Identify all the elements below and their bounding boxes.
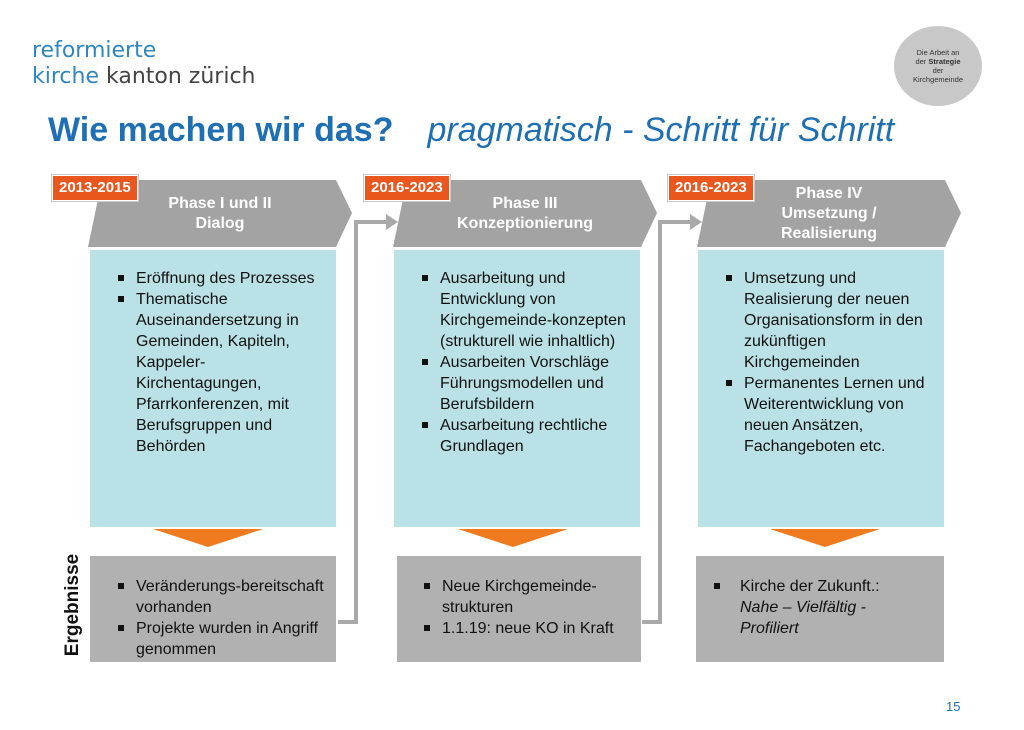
phase3-results: Kirche der Zukunft.: Nahe – Vielfältig -… <box>710 576 920 639</box>
phase2-box <box>394 250 640 527</box>
logo-line2: kirche kanton zürich <box>32 64 255 90</box>
phase1-list: Eröffnung des Prozesses Thematische Ause… <box>114 268 328 457</box>
logo-line2b: kanton zürich <box>99 64 256 89</box>
list-item: Ausarbeitung und Entwicklung von Kirchge… <box>418 268 632 352</box>
phase3-label: Phase IV Umsetzung / Realisierung <box>707 180 951 247</box>
logo: reformierte kirche kanton zürich <box>32 38 255 90</box>
phase1-results: Veränderungs-bereitschaft vorhanden Proj… <box>114 576 328 660</box>
phase2-year-tag: 2016-2023 <box>364 175 450 201</box>
badge-line1: Die Arbeit an <box>916 48 960 57</box>
list-item: Thematische Auseinandersetzung in Gemein… <box>114 289 328 457</box>
logo-line2a: kirche <box>32 64 99 89</box>
phase3-list: Umsetzung und Realisierung der neuen Org… <box>722 268 936 457</box>
phase2-label-line1: Phase III <box>492 194 558 212</box>
phase1-label-line1: Phase I und II <box>168 194 272 212</box>
list-item: Ausarbeitung rechtliche Grundlagen <box>418 415 632 457</box>
results-label: Ergebnisse <box>55 548 91 662</box>
phase3-label-line1: Phase IV <box>795 184 863 202</box>
list-item: Umsetzung und Realisierung der neuen Org… <box>722 268 936 373</box>
list-item: Permanentes Lernen und Weiterentwicklung… <box>722 373 936 457</box>
result-title: Kirche der Zukunft.: <box>740 578 880 595</box>
connector-arrow-2 <box>642 214 702 624</box>
list-item: Veränderungs-bereitschaft vorhanden <box>114 576 328 618</box>
result-subtitle: Nahe – Vielfältig - Profiliert <box>740 599 866 637</box>
phase2-down-arrow <box>458 529 568 547</box>
list-item: Eröffnung des Prozesses <box>114 268 328 289</box>
phase2-label: Phase III Konzeptionierung <box>403 180 647 247</box>
phase1-chevron <box>88 180 352 247</box>
phase3-down-arrow <box>770 529 880 547</box>
list-item: Ausarbeiten Vorschläge Führungsmodellen … <box>418 352 632 415</box>
page-number: 15 <box>946 699 961 714</box>
phase3-label-line2: Umsetzung / <box>781 204 877 222</box>
phase1-down-arrow <box>153 529 263 547</box>
phase2-list: Ausarbeitung und Entwicklung von Kirchge… <box>418 268 632 457</box>
phase1-box <box>90 250 336 527</box>
phase2-label-line2: Konzeptionierung <box>457 214 593 232</box>
phase1-year-tag: 2013-2015 <box>52 175 138 201</box>
page-title: Wie machen wir das? pragmatisch - Schritt… <box>48 108 894 152</box>
phase3-chevron <box>697 180 961 247</box>
badge-line2b: Strategie <box>928 57 961 66</box>
phase1-label: Phase I und II Dialog <box>98 180 342 247</box>
phase3-result-box <box>696 556 944 662</box>
list-item: Projekte wurden in Angriff genommen <box>114 618 328 660</box>
phase2-chevron <box>393 180 657 247</box>
phase3-label-line3: Realisierung <box>780 224 878 242</box>
strategy-badge: Die Arbeit an der Strategie der Kirchgem… <box>894 26 982 106</box>
badge-line4: Kirchgemeinde <box>912 75 964 84</box>
title-sub: pragmatisch - Schritt für Schritt <box>427 111 895 149</box>
phase3-year-tag: 2016-2023 <box>668 175 754 201</box>
phase2-result-box <box>397 556 641 662</box>
connector-arrow-1 <box>338 214 398 624</box>
logo-line1: reformierte <box>32 38 157 63</box>
list-item: Neue Kirchgemeinde-strukturen <box>420 576 620 618</box>
title-main: Wie machen wir das? <box>48 111 394 149</box>
badge-line3: der <box>932 66 944 75</box>
list-item: 1.1.19: neue KO in Kraft <box>420 618 620 639</box>
list-item: Kirche der Zukunft.: Nahe – Vielfältig -… <box>710 576 920 639</box>
phase3-box <box>698 250 944 527</box>
phase2-results: Neue Kirchgemeinde-strukturen 1.1.19: ne… <box>420 576 620 639</box>
badge-line2a: der <box>915 57 929 66</box>
phase1-result-box <box>90 556 336 662</box>
phase1-label-line2: Dialog <box>195 214 245 232</box>
badge-line2: der Strategie <box>915 57 960 66</box>
results-label-text: Ergebnisse <box>62 553 83 657</box>
